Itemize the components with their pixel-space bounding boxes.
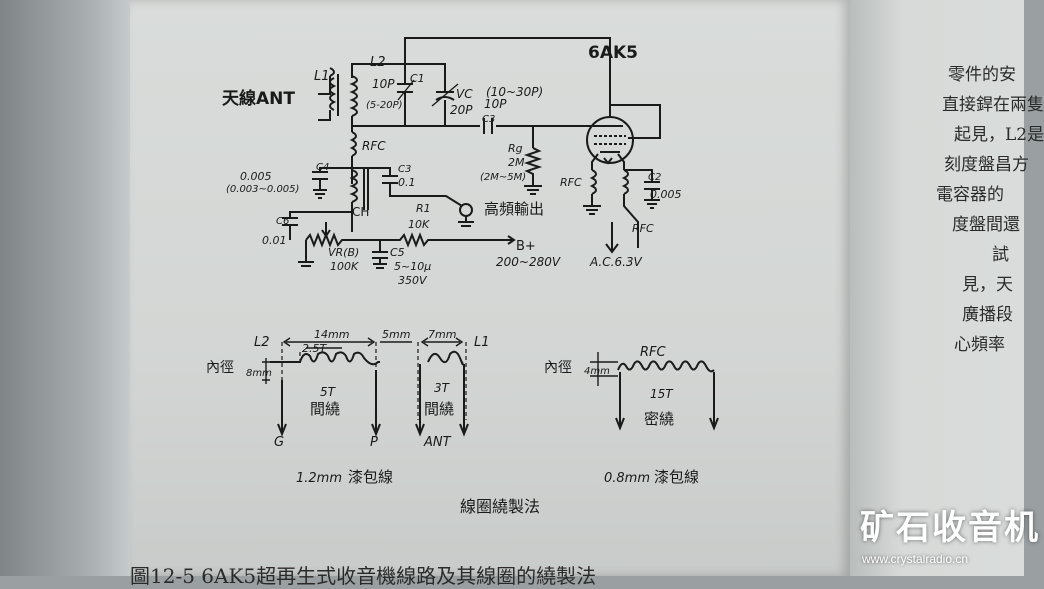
close-wind: 密繞 (644, 410, 674, 428)
turns-5T: 5T (320, 385, 337, 399)
watermark-url: www.crystalradio.cn (862, 552, 969, 566)
C6-name: C6 (276, 216, 289, 227)
C5-name: C5 (390, 246, 405, 259)
VC-value: 20P (450, 103, 473, 117)
dia-4mm: 4mm (584, 366, 610, 377)
heater-voltage: A.C.6.3V (589, 255, 643, 269)
right-page-line-10: 心頻率 (954, 335, 1005, 355)
L1-coil (318, 67, 339, 121)
Rg-range: (2M~5M) (480, 172, 526, 183)
right-page-line-3: 起見，L2是 (954, 125, 1044, 145)
left-page-edge (0, 0, 130, 576)
R1-value: 10K (408, 218, 430, 231)
rfc-coil-title: RFC (640, 345, 667, 360)
schematic-svg: 6AK5 天線ANT L1 L2 10P C1 (5-20P) VC 20P (… (206, 37, 719, 516)
VR-value: 100K (330, 260, 359, 273)
C4-name: C4 (316, 162, 329, 173)
C1-name: C1 (410, 72, 425, 85)
VC-capacitor (431, 80, 459, 108)
coil-method-caption: 線圈繞製法 (460, 497, 540, 516)
enamel-wire-1: 漆包線 (348, 468, 393, 486)
wire-1-2mm: 1.2mm (296, 471, 342, 486)
dia-8mm: 8mm (246, 368, 272, 379)
C2-value: 0.005 (650, 188, 682, 201)
right-page (850, 0, 1024, 576)
C4-value: 0.005 (240, 170, 272, 183)
C3-value: 10P (484, 97, 507, 111)
audio-network (282, 167, 516, 269)
coil-RFC-drawing (590, 352, 719, 431)
dim-7mm: 7mm (428, 328, 456, 341)
right-page-line-4: 刻度盤昌方 (944, 155, 1029, 175)
C-mid-value: 0.1 (398, 176, 416, 189)
right-page-line-7: 試 (992, 245, 1009, 265)
C1-capacitor (397, 79, 415, 108)
right-page-line-1: 零件的安 (948, 65, 1016, 85)
RFC-heater-label: RFC (632, 222, 654, 235)
coil-labels: L2 L1 14mm 5mm 7mm 2.5T 內徑 8mm 5T 間繞 3T … (206, 328, 699, 516)
C4-range: (0.003~0.005) (226, 184, 299, 195)
pin-P: P (370, 435, 378, 450)
turns-15T: 15T (650, 387, 674, 401)
coil-L1-label: L1 (474, 335, 490, 350)
spaced-wind-1: 間繞 (310, 400, 340, 418)
coil-L2-label: L2 (254, 335, 270, 350)
C5-volt: 350V (398, 274, 428, 287)
watermark-brand: 矿石收音机 (860, 508, 1040, 548)
turns-2-5T: 2.5T (302, 342, 327, 355)
C2-name: C2 (648, 172, 661, 183)
antenna-label: 天線ANT (222, 88, 295, 109)
coil-L2-drawing (262, 337, 412, 437)
Bplus-volt: 200~280V (496, 255, 561, 269)
right-page-line-9: 廣播段 (962, 305, 1013, 325)
tube-label: 6AK5 (588, 43, 638, 63)
Rg-resistor (523, 147, 543, 176)
coil-L1-drawing (415, 337, 469, 437)
VC-range: (10~30P) (486, 85, 543, 99)
rf-output-label: 高頻輸出 (484, 200, 544, 218)
right-page-line-5: 電容器的 (936, 185, 1004, 205)
wire-0-8mm: 0.8mm (604, 471, 650, 486)
Bplus-label: B+ (516, 239, 536, 254)
C6-value: 0.01 (262, 234, 287, 247)
dim-5mm: 5mm (382, 328, 410, 341)
book-page (130, 0, 850, 576)
L2-label: L2 (370, 55, 386, 70)
C3-grid-capacitor (483, 118, 493, 134)
VC-name: VC (456, 87, 473, 101)
RFC-cathode-label: RFC (560, 176, 582, 189)
right-page-line-8: 見，天 (962, 275, 1013, 295)
site-watermark: 矿石收音机 www.crystalradio.cn (852, 500, 1038, 574)
C3-name: C3 (482, 114, 495, 125)
schematic-wires (351, 37, 661, 195)
Rg-name: Rg (508, 142, 523, 155)
tube-6AK5 (586, 116, 634, 170)
CH-label: CH (352, 205, 369, 219)
pin-ANT: ANT (423, 435, 452, 450)
C5-value: 5~10μ (394, 260, 431, 273)
cathode-network (583, 169, 660, 254)
dim-14mm: 14mm (314, 328, 349, 341)
L1-label: L1 (314, 69, 330, 84)
C-mid-name: C3 (398, 164, 411, 175)
C1-value: 10P (372, 77, 395, 91)
right-page-line-2: 直接銲在兩隻 (942, 95, 1044, 115)
Rg-value: 2M (508, 156, 525, 169)
book-spread (0, 0, 1024, 576)
figure-caption: 圖12-5 6AK5超再生式收音機線路及其線圈的繞製法 (130, 564, 597, 588)
C1-range: (5-20P) (366, 100, 403, 111)
turns-3T: 3T (434, 381, 451, 395)
spaced-wind-2: 間繞 (424, 400, 454, 418)
enamel-wire-2: 漆包線 (654, 468, 699, 486)
R1-name: R1 (416, 202, 431, 215)
pin-G: G (274, 435, 284, 450)
inner-dia-label: 內徑 (206, 360, 234, 376)
L2-coil (349, 75, 358, 168)
schematic-labels: 6AK5 天線ANT L1 L2 10P C1 (5-20P) VC 20P (… (222, 43, 682, 287)
right-page-line-6: 度盤間還 (952, 215, 1020, 235)
RFC-top-label: RFC (362, 139, 386, 153)
VR-name: VR(B) (328, 246, 359, 259)
inner-dia-label-2: 內徑 (544, 360, 572, 376)
